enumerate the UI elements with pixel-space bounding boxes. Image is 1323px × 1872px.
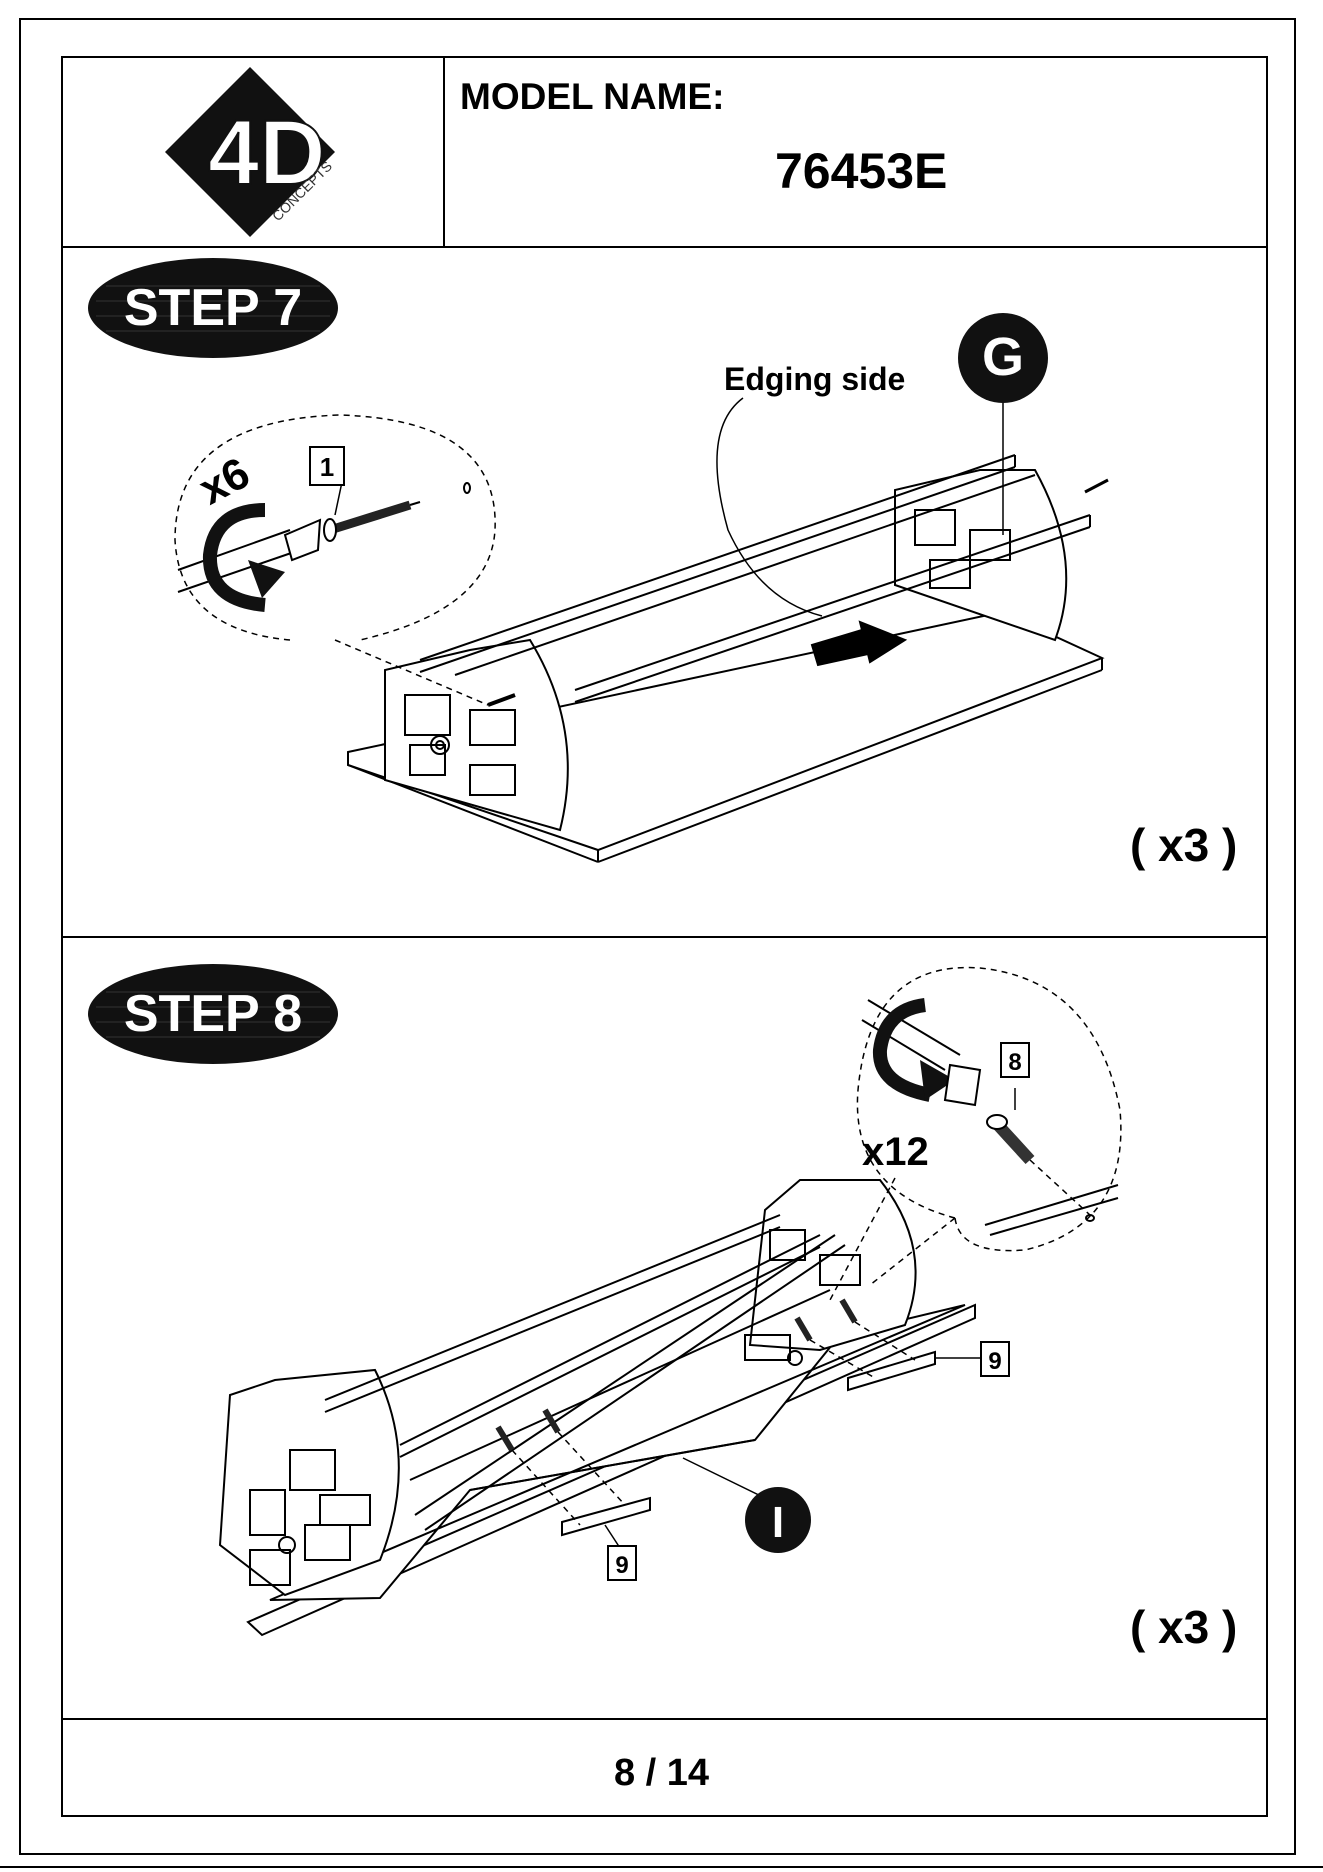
step-7-part-number: 1 <box>320 452 334 482</box>
page-number: 8 / 14 <box>0 1752 1323 1795</box>
edging-side-label: Edging side <box>724 361 905 397</box>
step-7-screw-count: x6 <box>191 448 257 514</box>
cleat-part-number-a: 9 <box>988 1348 1001 1375</box>
step-8-part-number: 8 <box>1008 1049 1021 1076</box>
cleat-part-number-b: 9 <box>615 1552 628 1579</box>
step-7-repeat: ( x3 ) <box>1130 818 1237 872</box>
step-8-repeat: ( x3 ) <box>1130 1600 1237 1654</box>
step-8-drawing <box>220 968 1121 1635</box>
part-g-label: G <box>982 327 1024 387</box>
part-i-label: I <box>772 1498 784 1547</box>
step-8-screw-count: x12 <box>862 1130 929 1174</box>
